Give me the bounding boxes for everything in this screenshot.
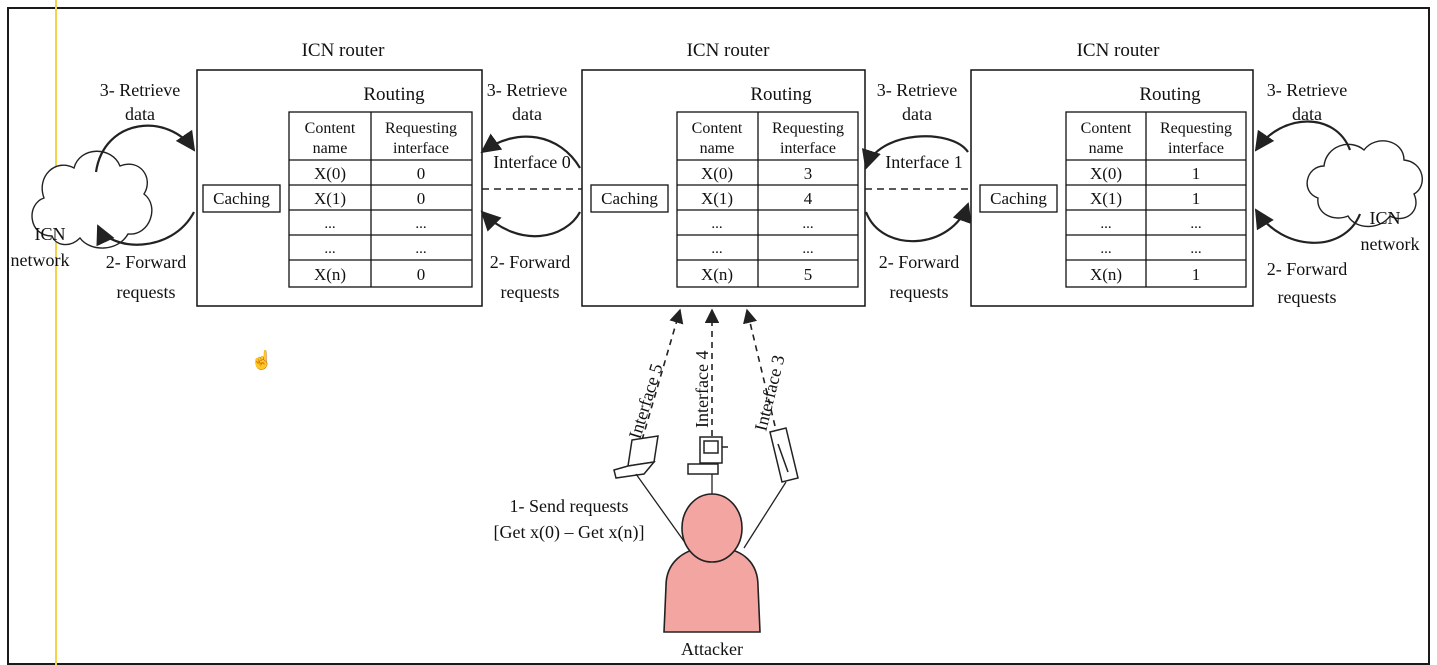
- caching-label: Caching: [213, 189, 270, 208]
- forward-label-far: 2- Forward: [1267, 259, 1347, 279]
- retrieve-label-far: 3- Retrieve: [1267, 80, 1347, 100]
- icn-network-right: ICN: [1370, 208, 1401, 228]
- cell-iface: ...: [802, 241, 813, 257]
- hand-cursor-icon: ☝: [251, 349, 273, 371]
- tablet-icon: [770, 428, 798, 482]
- interface-5-label: Interface 5: [625, 361, 667, 441]
- cell-name: ...: [324, 216, 335, 232]
- retrieve-label-mid-2: data: [512, 104, 542, 124]
- icn-network-left: ICN: [35, 224, 66, 244]
- cell-name: X(1): [1090, 189, 1122, 208]
- cell-iface: ...: [415, 241, 426, 257]
- col-content-header-2: name: [313, 140, 348, 157]
- cell-name: X(n): [701, 265, 733, 284]
- send-requests-label: 1- Send requests: [510, 496, 629, 516]
- cell-iface: ...: [802, 216, 813, 232]
- col-iface-header-2: interface: [393, 140, 449, 157]
- cell-name: ...: [711, 241, 722, 257]
- interface-3-label: Interface 3: [750, 353, 788, 433]
- icn-network-right-2: network: [1361, 234, 1420, 254]
- cell-name: X(0): [314, 164, 346, 183]
- laptop-icon: [614, 436, 658, 478]
- forward-label-far-2: requests: [1278, 287, 1337, 307]
- forward-label-right: 2- Forward: [879, 252, 959, 272]
- router-left: ICN router Routing Caching Content name …: [197, 40, 482, 306]
- col-iface-header-2: interface: [1168, 140, 1224, 157]
- col-iface-header: Requesting: [772, 120, 844, 137]
- interface-0-label: Interface 0: [493, 152, 570, 172]
- retrieve-label-right-2: data: [902, 104, 932, 124]
- cell-iface: 5: [804, 265, 813, 284]
- cell-iface: 4: [804, 189, 813, 208]
- col-iface-header: Requesting: [1160, 120, 1232, 137]
- icn-network-left-2: network: [11, 250, 70, 270]
- router-title: ICN router: [302, 40, 386, 61]
- cell-iface: 3: [804, 164, 813, 183]
- router-title: ICN router: [687, 40, 771, 61]
- col-iface-header-2: interface: [780, 140, 836, 157]
- col-content-header-2: name: [700, 140, 735, 157]
- forward-label-left-2: requests: [117, 282, 176, 302]
- cell-name: X(0): [1090, 164, 1122, 183]
- send-requests-label-2: [Get x(0) – Get x(n)]: [494, 522, 645, 543]
- forward-label-left: 2- Forward: [106, 252, 186, 272]
- cell-iface: ...: [1190, 216, 1201, 232]
- desktop-computer-icon: [688, 437, 728, 474]
- cell-iface: 0: [417, 164, 426, 183]
- retrieve-label-far-2: data: [1292, 104, 1322, 124]
- interface-1-label: Interface 1: [885, 152, 962, 172]
- cell-iface: 1: [1192, 189, 1201, 208]
- col-iface-header: Requesting: [385, 120, 457, 137]
- cell-name: ...: [1100, 216, 1111, 232]
- cell-iface: 0: [417, 265, 426, 284]
- cell-name: ...: [1100, 241, 1111, 257]
- col-content-header: Content: [305, 120, 356, 137]
- cell-name: ...: [324, 241, 335, 257]
- cloud-icon-right: [1307, 141, 1422, 227]
- cell-iface: 0: [417, 189, 426, 208]
- routing-label: Routing: [750, 84, 812, 105]
- cell-name: X(n): [1090, 265, 1122, 284]
- attacker-icon: [664, 494, 760, 632]
- retrieve-label-mid: 3- Retrieve: [487, 80, 567, 100]
- forward-label-right-2: requests: [890, 282, 949, 302]
- cell-name: X(1): [701, 189, 733, 208]
- cell-name: ...: [711, 216, 722, 232]
- attacker-label: Attacker: [681, 639, 743, 659]
- routing-label: Routing: [1139, 84, 1201, 105]
- interface-4-label: Interface 4: [692, 351, 712, 428]
- cell-name: X(1): [314, 189, 346, 208]
- cell-iface: 1: [1192, 265, 1201, 284]
- cell-name: X(n): [314, 265, 346, 284]
- cell-iface: 1: [1192, 164, 1201, 183]
- router-middle: ICN router Routing Caching Content name …: [582, 40, 865, 306]
- col-content-header-2: name: [1089, 140, 1124, 157]
- router-title: ICN router: [1077, 40, 1161, 61]
- retrieve-label-left: 3- Retrieve: [100, 80, 180, 100]
- col-content-header: Content: [692, 120, 743, 137]
- routing-label: Routing: [363, 84, 425, 105]
- forward-label-mid: 2- Forward: [490, 252, 570, 272]
- caching-label: Caching: [990, 189, 1047, 208]
- cell-iface: ...: [415, 216, 426, 232]
- caching-label: Caching: [601, 189, 658, 208]
- forward-label-mid-2: requests: [501, 282, 560, 302]
- cell-name: X(0): [701, 164, 733, 183]
- col-content-header: Content: [1081, 120, 1132, 137]
- retrieve-label-left-2: data: [125, 104, 155, 124]
- retrieve-label-right: 3- Retrieve: [877, 80, 957, 100]
- router-right: ICN router Routing Caching Content name …: [971, 40, 1253, 306]
- cell-iface: ...: [1190, 241, 1201, 257]
